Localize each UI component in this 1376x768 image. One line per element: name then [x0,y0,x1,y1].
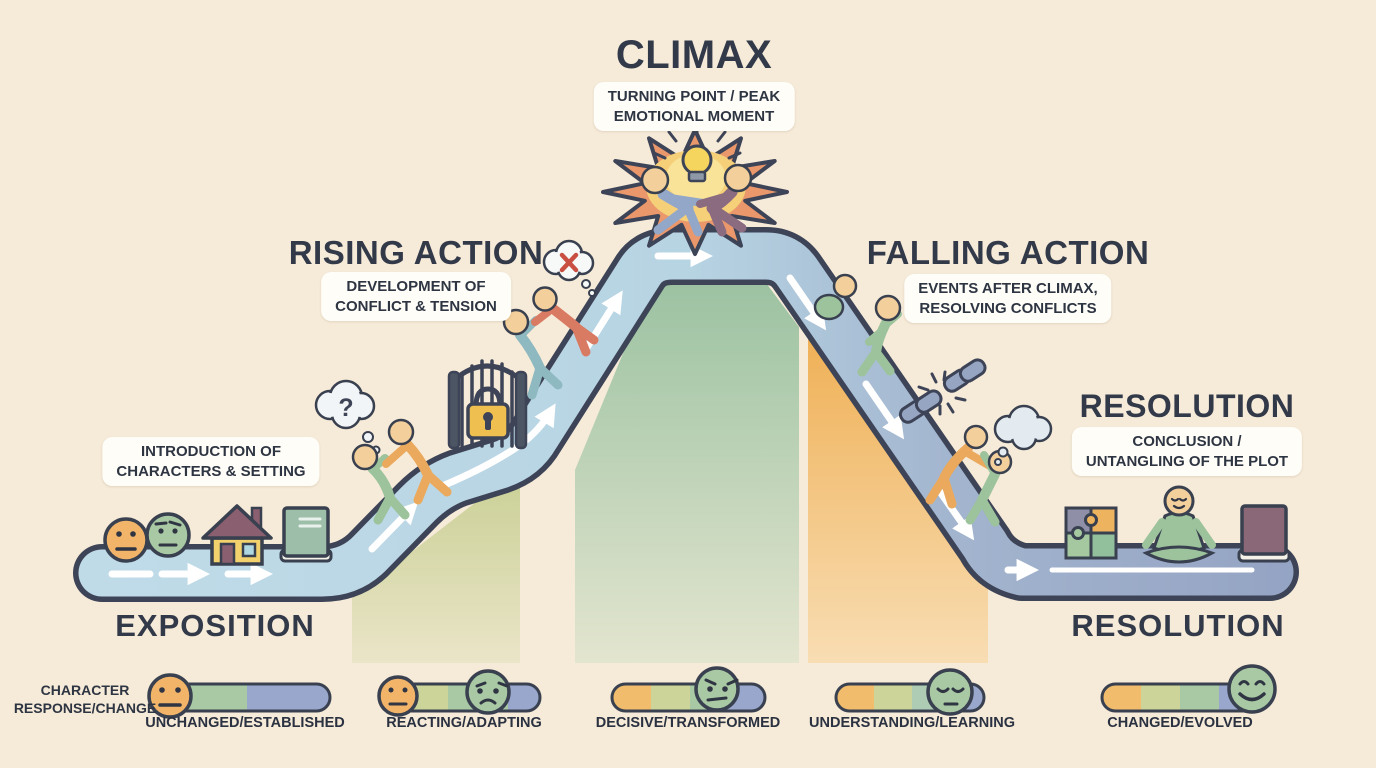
response-bar-4 [834,668,986,716]
plum-book-icon [1237,504,1291,563]
response-bar-1 [147,673,332,719]
falling-band [808,320,988,663]
response-face-calm [926,668,974,716]
exposition-icons [103,504,333,566]
helping-pair-figures [502,286,599,400]
climax-group [601,122,789,256]
skeptical-face-icon [145,512,191,558]
exposition-note-line1: INTRODUCTION OF [140,443,281,460]
question-bubble-icon: ? [314,379,381,455]
resolution-icons [1064,485,1291,564]
rising-subtitle-line1: DEVELOPMENT OF [346,278,486,295]
response-bar-3 [610,666,767,713]
house-icon [201,504,273,566]
neutral-face-icon [103,517,149,563]
response-label-4: UNDERSTANDING/LEARNING [809,715,1015,731]
response-bar-2 [377,669,542,717]
resolution-subtitle-line1: CONCLUSION / [1132,433,1242,450]
resolution-subtitle: CONCLUSION / UNTANGLING OF THE PLOT [1071,427,1303,476]
clashing-figures [640,163,753,237]
response-label-1: UNCHANGED/ESTABLISHED [145,715,345,731]
exposition-note: INTRODUCTION OF CHARACTERS & SETTING [102,437,320,486]
rising-action-subtitle: DEVELOPMENT OF CONFLICT & TENSION [321,272,511,321]
peak-band [575,283,799,663]
response-axis-line1: CHARACTER [40,682,130,698]
response-label-2: REACTING/ADAPTING [386,715,542,731]
supporting-pair-figures [925,424,1013,527]
rising-band [352,468,520,663]
response-label-5: CHANGED/EVOLVED [1107,715,1253,731]
rising-subtitle-line2: CONFLICT & TENSION [335,297,497,315]
broken-chain-icon [898,358,987,424]
falling-action-title: FALLING ACTION [866,234,1150,271]
falling-subtitle-line2: RESOLVING CONFLICTS [919,299,1097,317]
climax-title: CLIMAX [615,33,773,77]
response-bar-5 [1100,664,1277,714]
resolution-bottom-label: RESOLUTION [1071,608,1285,643]
resting-figure [813,273,858,321]
response-axis-label: CHARACTER RESPONSE/CHANGE [14,681,156,717]
thought-bubble-icon [993,404,1053,466]
falling-action-subtitle: EVENTS AFTER CLIMAX, RESOLVING CONFLICTS [904,274,1112,323]
climax-subtitle-line1: TURNING POINT / PEAK [607,88,781,105]
climax-subtitle-line2: EMOTIONAL MOMENT [613,107,775,125]
response-label-3: DECISIVE/TRANSFORMED [595,715,781,731]
walking-down-figure [857,294,902,377]
exposition-note-line2: CHARACTERS & SETTING [116,462,306,480]
response-axis-line2: RESPONSE/CHANGE [13,700,157,717]
rising-action-title: RISING ACTION [288,234,544,271]
falling-figures [813,273,1053,527]
response-face-neutral [147,673,193,719]
resolution-subtitle-line2: UNTANGLING OF THE PLOT [1085,452,1289,470]
climax-subtitle: TURNING POINT / PEAK EMOTIONAL MOMENT [593,82,795,131]
locked-gate-icon [447,359,528,450]
response-face-determined [694,666,740,712]
response-face-worried [465,669,511,715]
climbing-pair-figures [351,418,452,525]
rising-figures: ? [314,239,599,525]
question-mark: ? [338,394,353,422]
response-bars [147,664,1277,719]
falling-subtitle-line1: EVENTS AFTER CLIMAX, [918,280,1098,297]
background-bands [352,283,988,663]
puzzle-icon [1064,506,1118,560]
exposition-label: EXPOSITION [115,608,315,643]
conflict-bubble-icon [542,239,596,297]
response-face-happy [1227,664,1277,714]
lightbulb-icon [652,122,742,183]
meditating-person-icon [1142,485,1216,564]
green-book-icon [279,506,333,563]
response-face-neutral-2 [377,675,419,717]
resolution-title: RESOLUTION [1079,388,1295,424]
padlock-icon [466,386,510,440]
